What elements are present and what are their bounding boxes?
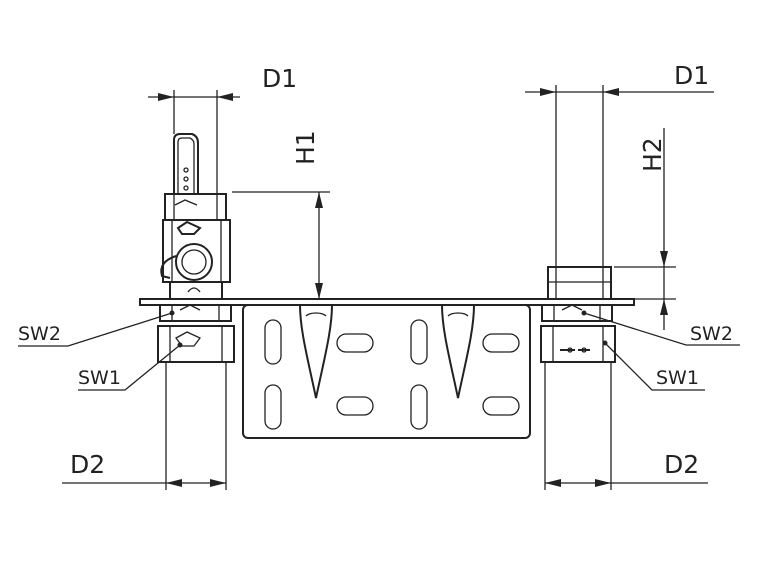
label-d1-left: D1 xyxy=(262,64,297,93)
label-sw2-left: SW2 xyxy=(18,323,61,345)
dimension-d2-right xyxy=(544,362,708,490)
dimension-d1-left xyxy=(148,90,240,194)
connector-right xyxy=(540,266,616,363)
label-h1: H1 xyxy=(291,130,320,165)
dimension-h1 xyxy=(232,191,330,299)
label-d1-right: D1 xyxy=(674,61,709,90)
label-sw1-left: SW1 xyxy=(78,367,121,389)
leader-sw2-right xyxy=(581,310,740,346)
leader-sw1-left xyxy=(78,342,183,391)
label-d2-right: D2 xyxy=(664,450,699,479)
ball-valve-left xyxy=(157,133,235,363)
dimension-h2 xyxy=(614,128,676,330)
mounting-plate xyxy=(139,298,635,439)
label-sw2-right: SW2 xyxy=(690,323,733,345)
label-h2: H2 xyxy=(638,137,667,172)
label-d2-left: D2 xyxy=(70,450,105,479)
dimension-d1-right xyxy=(525,85,714,267)
dimension-d2-left xyxy=(62,362,227,490)
leader-sw1-right xyxy=(602,340,705,391)
label-sw1-right: SW1 xyxy=(656,367,699,389)
leader-sw2-left xyxy=(18,310,175,347)
